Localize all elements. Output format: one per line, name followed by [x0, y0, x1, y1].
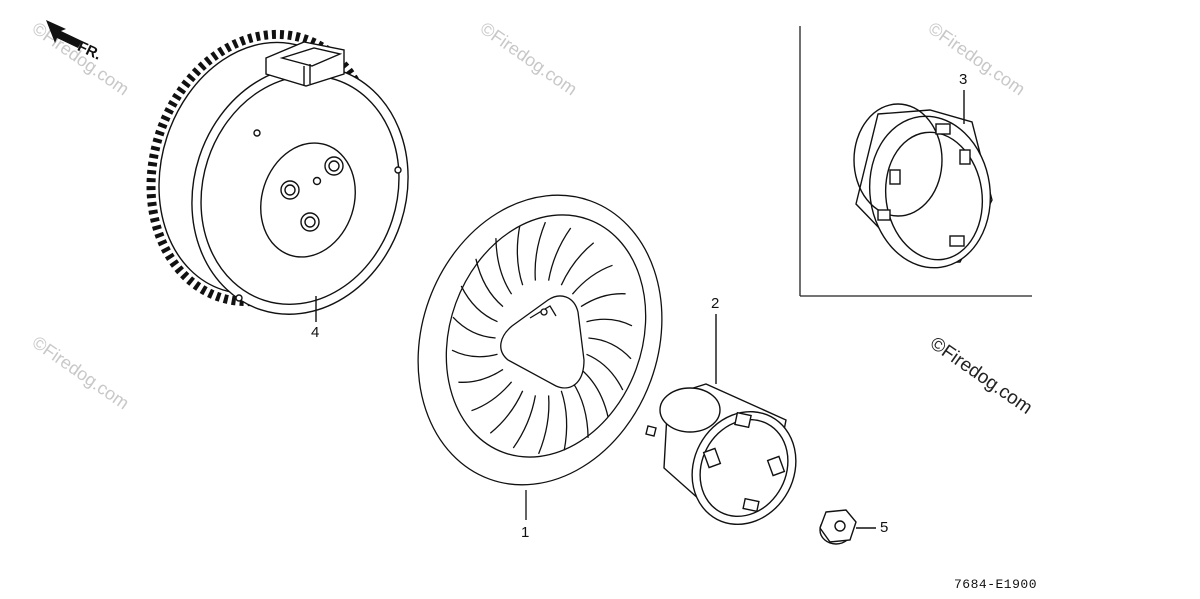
fan-blade: [516, 225, 524, 286]
flywheel: [146, 29, 409, 322]
callout-2: 2: [711, 295, 720, 312]
cooling-fan: [417, 194, 663, 520]
callout-4: 4: [311, 324, 320, 341]
callout-5: 5: [880, 519, 889, 536]
fan-blade: [586, 353, 624, 391]
front-arrow-icon: [46, 20, 82, 48]
fan-blade: [452, 316, 496, 339]
fan-blade: [560, 242, 595, 286]
diagram-code: 7684-E1900: [954, 577, 1038, 592]
inset-frame: [799, 26, 1032, 297]
fan-blade: [458, 368, 504, 383]
fan-blade: [547, 227, 572, 281]
fan-blade: [588, 337, 632, 360]
fan-blade: [580, 293, 626, 308]
fan-blade: [495, 238, 513, 295]
fan-blade: [489, 390, 524, 434]
fan-blade: [560, 390, 568, 451]
fan-blade: [534, 221, 547, 281]
callout-1: 1: [521, 524, 530, 541]
inset-pulley: [853, 90, 993, 269]
fan-blade: [586, 318, 633, 327]
fan-blade: [471, 381, 513, 412]
fan-blade: [580, 368, 609, 418]
fan-blade: [571, 264, 613, 295]
fan-blade: [571, 381, 589, 438]
fan-blade: [512, 395, 537, 449]
fan-blade: [537, 395, 550, 455]
callout-3: 3: [959, 71, 968, 88]
fan-blade: [475, 258, 504, 308]
fan-blade: [451, 349, 498, 358]
fan-blade: [460, 285, 498, 323]
flange-nut: [819, 509, 876, 545]
starter-pulley: [645, 314, 797, 526]
